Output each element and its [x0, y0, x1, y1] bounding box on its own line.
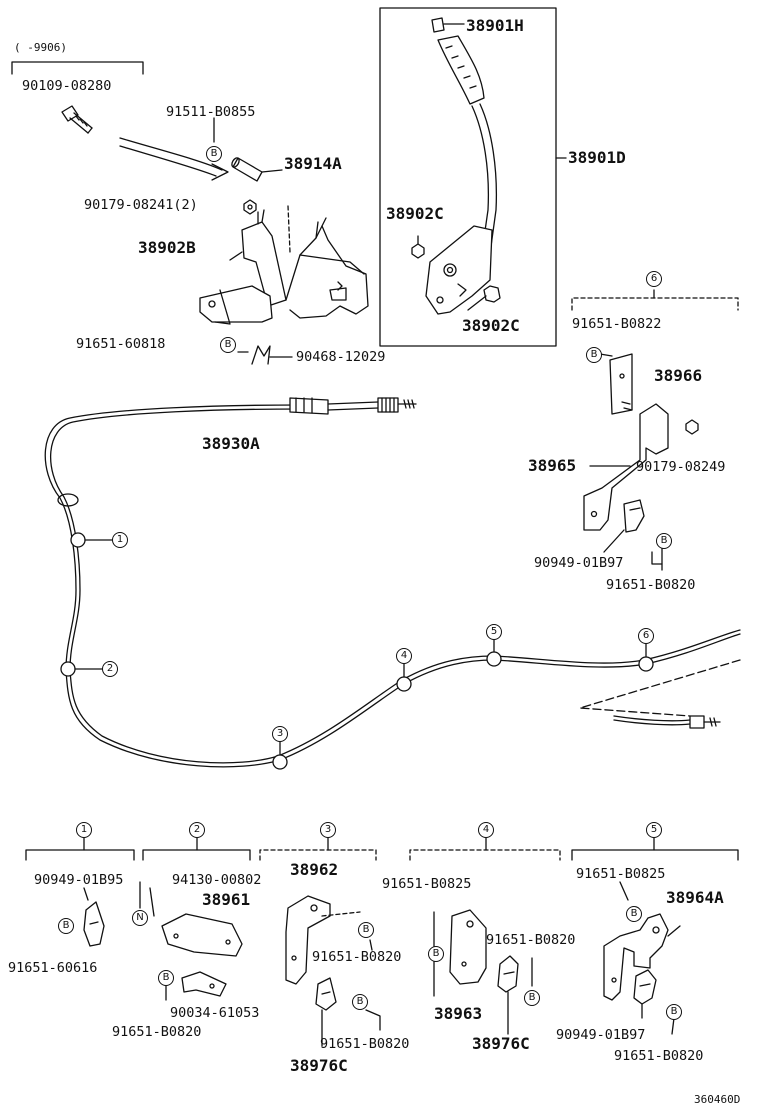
callout-3: 3 — [272, 726, 288, 742]
marker-b: B — [666, 1004, 682, 1020]
label-91651-60616: 91651-60616 — [8, 960, 98, 976]
label-90949-01b95: 90949-01B95 — [34, 872, 124, 888]
label-91651-b0822: 91651-B0822 — [572, 316, 662, 332]
clip-90468-12029 — [251, 345, 293, 365]
marker-n: N — [132, 910, 148, 926]
label-38976c-g4: 38976C — [472, 1034, 530, 1053]
label-90034-61053: 90034-61053 — [170, 1005, 260, 1021]
callout-4: 4 — [396, 648, 412, 664]
marker-b: B — [158, 970, 174, 986]
group-header-3: 3 — [320, 822, 336, 838]
group-header-6: 6 — [646, 271, 662, 287]
marker-b: B — [220, 337, 236, 353]
label-91651-b0825-g5: 91651-B0825 — [576, 866, 666, 882]
label-38966: 38966 — [654, 366, 703, 385]
callout-1: 1 — [112, 532, 128, 548]
group-header-2: 2 — [189, 822, 205, 838]
cable-38930a — [44, 397, 741, 770]
label-91651-b0820-g3a: 91651-B0820 — [312, 949, 402, 965]
lever-38901d — [411, 17, 501, 315]
label-90949-01b97-g5: 90949-01B97 — [556, 1027, 646, 1043]
label-91651-b0820-g5: 91651-B0820 — [614, 1048, 704, 1064]
label-91651-b0825-g4: 91651-B0825 — [382, 876, 472, 892]
callout-5: 5 — [486, 624, 502, 640]
label-91651-b0820-g2: 91651-B0820 — [112, 1024, 202, 1040]
bracket-38962 — [285, 895, 361, 1047]
bottom-group-brackets — [25, 289, 739, 861]
marker-b: B — [656, 533, 672, 549]
label-38961: 38961 — [202, 890, 251, 909]
clamp-38961 — [161, 913, 243, 997]
label-38902c-top: 38902C — [386, 204, 444, 223]
label-91651-b0820-g4: 91651-B0820 — [486, 932, 576, 948]
nut-90179-08241 — [243, 199, 257, 215]
marker-b: B — [206, 146, 222, 162]
group-header-5: 5 — [646, 822, 662, 838]
marker-b: B — [524, 990, 540, 1006]
group-6-bracket — [571, 297, 739, 311]
marker-b: B — [428, 946, 444, 962]
label-90949-01b97-top: 90949-01B97 — [534, 555, 624, 571]
label-38963: 38963 — [434, 1004, 483, 1023]
marker-b: B — [352, 994, 368, 1010]
group-header-4: 4 — [478, 822, 494, 838]
label-38902b: 38902B — [138, 238, 196, 257]
marker-b: B — [58, 918, 74, 934]
label-94130-00802: 94130-00802 — [172, 872, 262, 888]
label-90109-08280: 90109-08280 — [22, 78, 112, 94]
header-bracket-9906 — [11, 61, 144, 75]
group-header-1: 1 — [76, 822, 92, 838]
clip-90949-01b95 — [83, 901, 105, 947]
label-38964a: 38964A — [666, 888, 724, 907]
label-38976c-g3: 38976C — [290, 1056, 348, 1075]
bracket-38902b — [199, 205, 369, 325]
label-38965: 38965 — [528, 456, 577, 475]
arrow-curve — [119, 137, 229, 181]
marker-b: B — [358, 922, 374, 938]
label-38902c-bottom: 38902C — [462, 316, 520, 335]
marker-b: B — [626, 906, 642, 922]
marker-b: B — [586, 347, 602, 363]
pin-38914a — [231, 157, 283, 182]
bracket-38965-38966 — [583, 353, 699, 571]
label-90179-08249: 90179-08249 — [636, 459, 726, 475]
label-38930a: 38930A — [202, 434, 260, 453]
label-38914a: 38914A — [284, 154, 342, 173]
label-91511-b0855: 91511-B0855 — [166, 104, 256, 120]
label-91651-b0820-top: 91651-B0820 — [606, 577, 696, 593]
label-38901d: 38901D — [568, 148, 626, 167]
label-91651-b0820-g3b: 91651-B0820 — [320, 1036, 410, 1052]
model-range-note: ( -9906) — [14, 41, 67, 54]
label-38962: 38962 — [290, 860, 339, 879]
label-90468-12029: 90468-12029 — [296, 349, 386, 365]
diagram-id: 360460D — [694, 1093, 741, 1106]
callout-6: 6 — [638, 628, 654, 644]
label-90179-08241: 90179-08241(2) — [84, 197, 198, 213]
bracket-38964a — [603, 913, 681, 1019]
label-38901h: 38901H — [466, 16, 524, 35]
lever-box — [379, 7, 567, 347]
bolt-90109-08280 — [61, 105, 93, 134]
callout-2: 2 — [102, 661, 118, 677]
label-91651-60818: 91651-60818 — [76, 336, 166, 352]
leader-lines — [83, 117, 675, 1035]
